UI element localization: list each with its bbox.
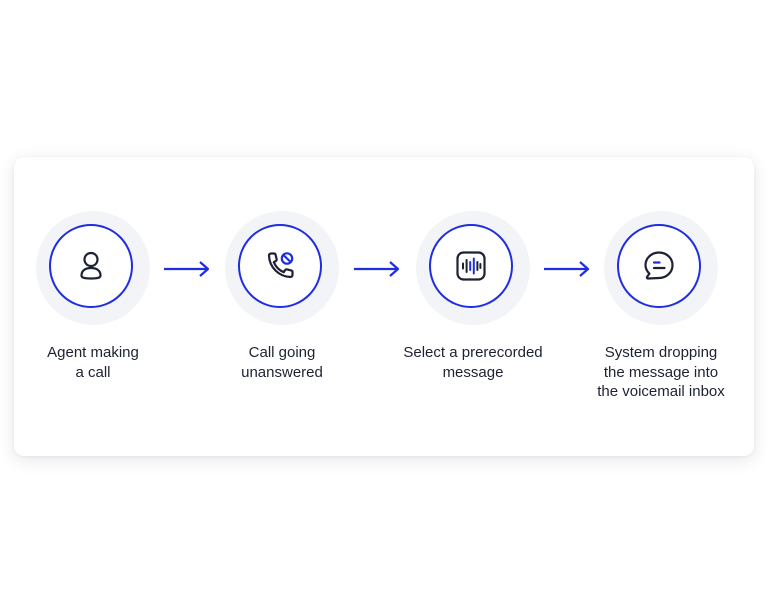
audio-wave-icon: [455, 250, 486, 281]
step-icon-ring: [616, 223, 701, 308]
step-halo: [604, 211, 718, 325]
step-icon-ring: [48, 223, 133, 308]
arrow-right-icon: [352, 259, 402, 279]
process-flow-card: Agent making a call Call going unanswere…: [14, 157, 754, 456]
arrow-right-icon: [542, 259, 592, 279]
step-halo: [225, 211, 339, 325]
step-label: Select a prerecorded message: [403, 344, 543, 381]
step-label: Agent making a call: [47, 344, 139, 381]
step-icon-ring: [428, 223, 513, 308]
user-icon: [79, 251, 102, 280]
step-halo: [416, 211, 530, 325]
step-halo: [36, 211, 150, 325]
arrow-right-icon: [162, 259, 212, 279]
step-label: System dropping the message into the voi…: [597, 344, 725, 400]
step-icon-ring: [237, 223, 322, 308]
chat-bubble-icon: [643, 250, 674, 280]
step-label: Call going unanswered: [241, 344, 323, 381]
phone-blocked-icon: [267, 251, 294, 278]
